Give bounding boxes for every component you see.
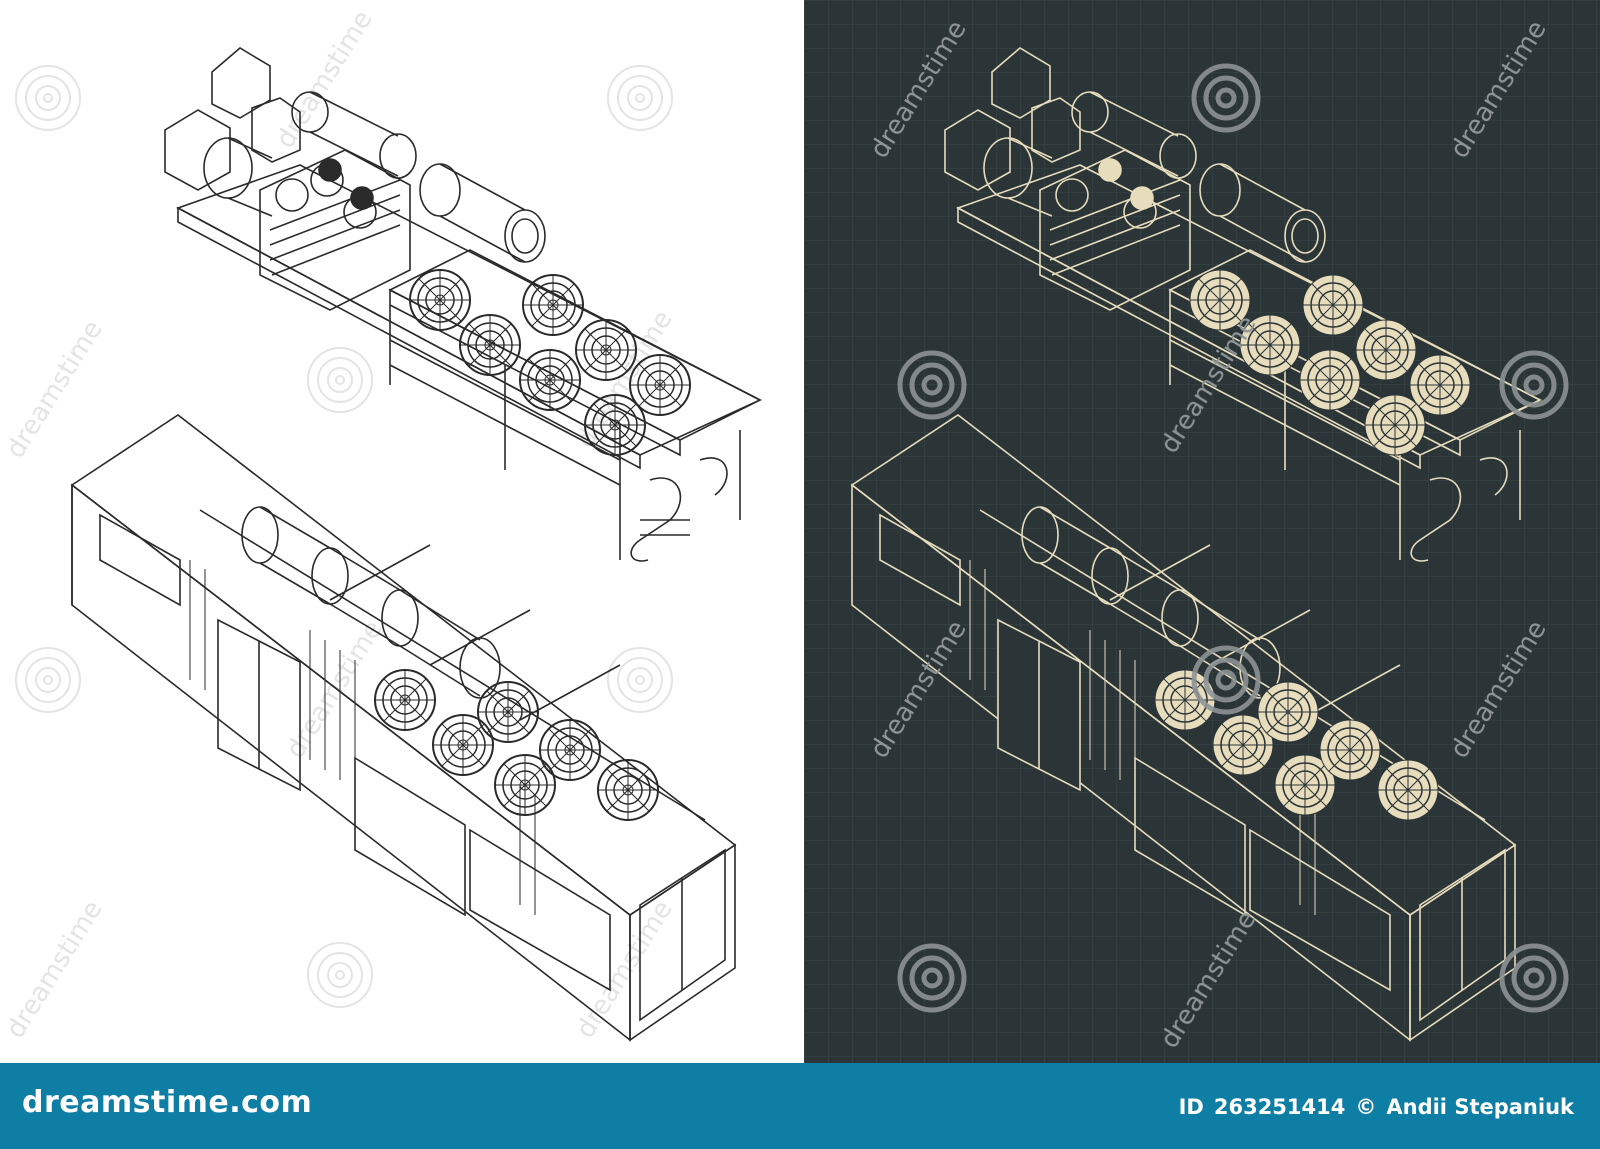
svg-text:dreamstime: dreamstime [0,315,108,463]
copyright-symbol: © [1355,1095,1377,1119]
light-drawing: dreamstime dreamstime dreamstime dreamst… [0,5,762,1044]
light-container-ribs [189,560,536,915]
image-credit: ID 263251414 © Andii Stepaniuk [1179,1095,1574,1119]
dark-drawing-panel: dreamstime dreamstime dreamstime dreamst… [804,0,1600,1063]
id-value: 263251414 [1213,1095,1346,1119]
svg-text:dreamstime: dreamstime [570,895,678,1043]
light-container-fans [374,669,659,821]
footer-bar: dreamstime.com ID 263251414 © Andii Step… [0,1063,1600,1149]
light-drawing-panel: dreamstime dreamstime dreamstime dreamst… [0,0,804,1063]
svg-text:dreamstime: dreamstime [280,615,388,763]
light-generator-unit [164,47,762,562]
dark-drawing: dreamstime dreamstime dreamstime dreamst… [804,0,1600,1063]
dark-container-ribs [969,560,1316,915]
dark-grid-background [804,0,1600,1063]
id-label: ID [1178,1095,1204,1119]
light-watermark-texts: dreamstime dreamstime dreamstime dreamst… [0,5,678,1043]
author-name: Andii Stepaniuk [1386,1095,1574,1119]
svg-text:dreamstime: dreamstime [270,5,378,153]
brand-name: dreamstime.com [22,1085,313,1120]
svg-text:dreamstime: dreamstime [0,895,108,1043]
light-container [70,414,737,1042]
